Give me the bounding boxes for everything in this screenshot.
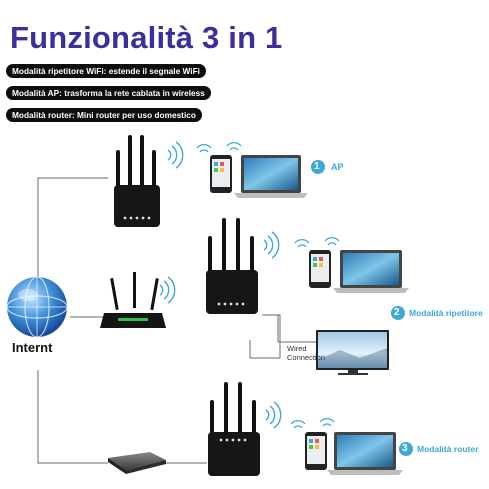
internet-globe-icon — [6, 276, 68, 338]
modem-box-icon — [108, 452, 166, 474]
repeater-middle-icon — [206, 218, 280, 314]
repeater-label: Modalità ripetitore — [409, 308, 483, 318]
ap-devices-icon — [196, 142, 308, 198]
page-title: Funzionalità 3 in 1 — [10, 20, 283, 55]
mode-pill-ap: Modalità AP: trasforma la rete cablata i… — [6, 86, 211, 100]
badge-1-icon — [311, 160, 325, 174]
tv-icon — [316, 330, 389, 375]
repeater-bottom-icon — [208, 382, 282, 476]
repeater-devices-icon — [294, 237, 409, 293]
wired-line-2: Connection — [287, 353, 325, 362]
mode-pill-router: Modalità router: Mini router per uso dom… — [6, 108, 202, 122]
wired-line-1: Wired — [287, 344, 307, 353]
router-label: Modalità router — [417, 444, 479, 454]
badge-2-icon — [391, 306, 405, 320]
mode-pill-repeater: Modalità ripetitore WiFi: estende il seg… — [6, 64, 206, 78]
wired-connection-label: Wired Connection — [287, 344, 325, 362]
badge-1-number: 1 — [314, 161, 320, 172]
internet-label: Internt — [12, 340, 53, 355]
router-icon — [100, 272, 176, 328]
badge-2-number: 2 — [394, 307, 400, 318]
badge-3-number: 3 — [402, 443, 408, 454]
ap-label: AP — [331, 162, 344, 172]
badge-3-icon — [399, 442, 413, 456]
repeater-top-icon — [114, 135, 184, 227]
router-devices-icon — [290, 418, 403, 475]
